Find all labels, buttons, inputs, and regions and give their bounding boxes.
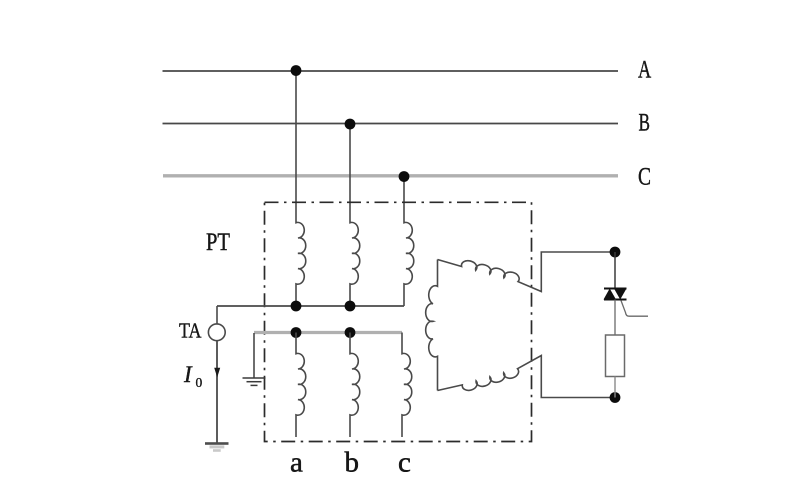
- svg-text:TA: TA: [179, 319, 202, 343]
- svg-text:c: c: [398, 447, 411, 479]
- svg-text:I: I: [183, 362, 193, 387]
- svg-text:A: A: [638, 55, 652, 84]
- svg-text:C: C: [638, 161, 651, 190]
- svg-text:B: B: [639, 107, 651, 136]
- svg-text:0: 0: [196, 375, 203, 390]
- svg-text:b: b: [345, 447, 360, 479]
- svg-text:PT: PT: [206, 229, 230, 256]
- svg-text:a: a: [290, 447, 303, 479]
